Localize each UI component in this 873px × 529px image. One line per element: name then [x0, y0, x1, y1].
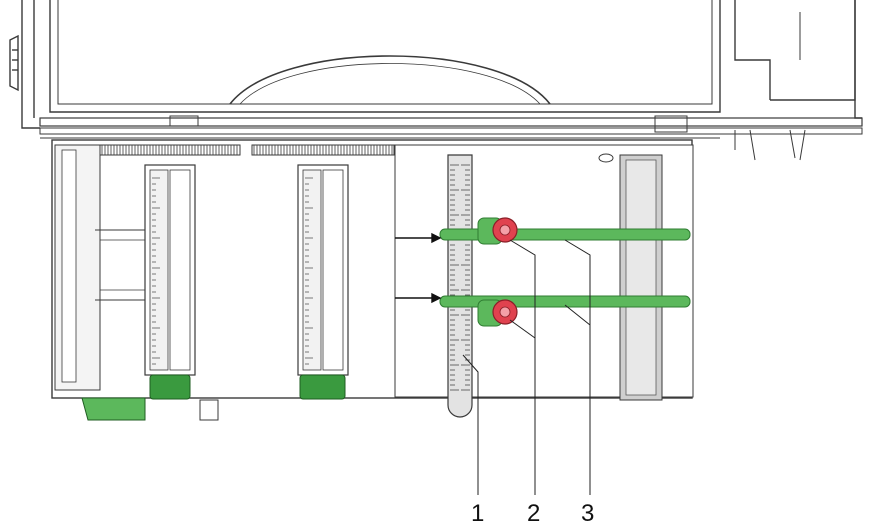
arrow-icon — [395, 232, 442, 304]
measuring-scale — [447, 154, 473, 418]
leader-lines — [462, 239, 591, 495]
knob-icon — [477, 217, 518, 327]
roller-icon — [81, 374, 346, 421]
callout-3: 3 — [581, 500, 594, 527]
lower-body — [51, 139, 694, 401]
callout-2: 2 — [527, 500, 540, 527]
gear-teeth — [101, 145, 393, 155]
left-roll — [144, 164, 196, 376]
roll-scale-ticks — [152, 177, 313, 365]
middle-roll — [297, 164, 349, 376]
printer-housing — [9, 0, 863, 161]
callout-1: 1 — [471, 500, 484, 527]
